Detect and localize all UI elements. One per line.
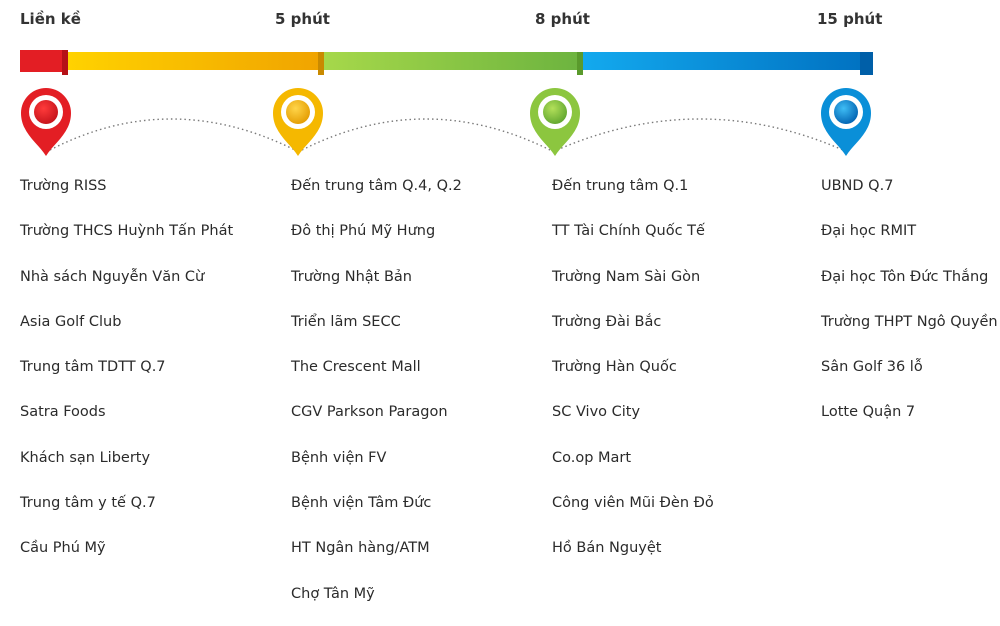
pin-icon-blue: [821, 88, 871, 156]
time-label-8-min: 8 phút: [535, 10, 590, 28]
list-item: Công viên Mũi Đèn Đỏ: [552, 495, 714, 512]
list-item: Trường Đài Bắc: [552, 313, 662, 330]
list-item: Đến trung tâm Q.1: [552, 178, 689, 194]
list-item: Trường Nam Sài Gòn: [552, 268, 701, 285]
list-item: Lotte Quận 7: [821, 404, 916, 421]
list-item: Đại học Tôn Đức Thắng: [821, 268, 989, 285]
list-item: Co.op Mart: [552, 449, 632, 466]
pin-icon-green: [530, 88, 580, 156]
list-item: Đại học RMIT: [821, 223, 917, 240]
list-item: Nhà sách Nguyễn Văn Cừ: [20, 268, 205, 285]
list-item: Trường Hàn Quốc: [552, 359, 677, 376]
pin-icon-yellow: [273, 88, 323, 156]
column-8-min: Đến trung tâm Q.1 TT Tài Chính Quốc Tế T…: [552, 173, 714, 581]
list-item: The Crescent Mall: [291, 359, 421, 376]
list-item: Trường Nhật Bản: [291, 268, 412, 285]
list-item: Bệnh viện FV: [291, 449, 387, 466]
list-item: Đô thị Phú Mỹ Hưng: [291, 223, 436, 240]
column-5-min: Đến trung tâm Q.4, Q.2 Đô thị Phú Mỹ Hưn…: [291, 173, 462, 626]
connector-arcs: [49, 118, 844, 151]
column-adjacent: Trường RISS Trường THCS Huỳnh Tấn Phát N…: [20, 173, 233, 581]
time-label-5-min: 5 phút: [275, 10, 330, 28]
list-item: SC Vivo City: [552, 404, 641, 421]
timeline-graphic: [20, 50, 873, 156]
list-item: Sân Golf 36 lỗ: [821, 359, 923, 376]
list-item: Satra Foods: [20, 404, 106, 421]
list-item: Trung tâm y tế Q.7: [20, 495, 156, 512]
list-item: Chợ Tân Mỹ: [291, 585, 375, 602]
bar-segment-5-min: [68, 52, 324, 70]
list-item: Trường THPT Ngô Quyền: [821, 313, 998, 330]
pin-icon-red: [21, 88, 71, 156]
column-15-min: UBND Q.7 Đại học RMIT Đại học Tôn Đức Th…: [821, 173, 998, 445]
time-label-15-min: 15 phút: [817, 10, 883, 28]
list-item: CGV Parkson Paragon: [291, 404, 448, 421]
list-item: Triển lãm SECC: [291, 313, 401, 330]
list-item: Cầu Phú Mỹ: [20, 540, 106, 557]
list-item: Asia Golf Club: [20, 313, 122, 330]
list-item: Đến trung tâm Q.4, Q.2: [291, 178, 462, 194]
list-item: UBND Q.7: [821, 178, 894, 194]
timeline-bar: [20, 50, 873, 75]
list-item: Khách sạn Liberty: [20, 449, 151, 466]
list-item: HT Ngân hàng/ATM: [291, 540, 430, 557]
list-item: Bệnh viện Tâm Đức: [291, 495, 432, 512]
time-label-adjacent: Liền kề: [20, 10, 81, 28]
list-item: TT Tài Chính Quốc Tế: [552, 223, 705, 240]
list-item: Hồ Bán Nguyệt: [552, 540, 662, 557]
bar-segment-15-min: [583, 52, 873, 70]
bar-segment-adjacent: [20, 50, 68, 72]
list-item: Trường THCS Huỳnh Tấn Phát: [20, 223, 234, 240]
list-item: Trung tâm TDTT Q.7: [20, 359, 166, 376]
bar-segment-8-min: [324, 52, 583, 70]
list-item: Trường RISS: [20, 178, 107, 194]
